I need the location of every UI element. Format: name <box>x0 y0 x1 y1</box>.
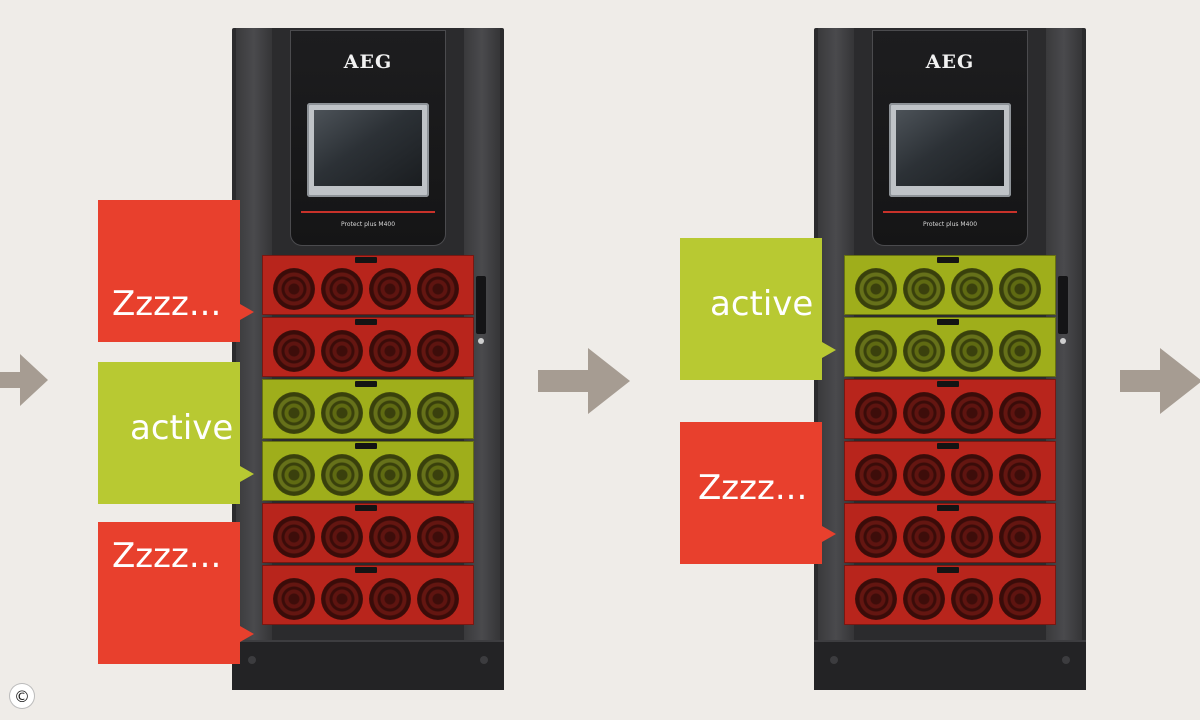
fan-icon <box>999 268 1041 310</box>
fan-icon <box>369 516 411 558</box>
fan-icon <box>369 268 411 310</box>
status-bubble-sleep: Zzzz... <box>680 422 836 564</box>
status-bubble-active: active <box>680 238 836 380</box>
fan-icon <box>855 454 897 496</box>
brand-logo: AEG <box>343 51 393 73</box>
fan-icon <box>417 578 459 620</box>
fan-icon <box>417 454 459 496</box>
fan-icon <box>321 516 363 558</box>
copyright-icon: © <box>10 684 34 708</box>
status-label: Zzzz... <box>698 468 808 508</box>
fan-icon <box>999 330 1041 372</box>
module-stack <box>262 255 474 627</box>
power-module <box>262 441 474 501</box>
status-bubble-sleep: Zzzz... <box>98 522 254 664</box>
arrow-right-icon <box>538 348 630 414</box>
power-module <box>262 255 474 315</box>
power-module <box>844 379 1056 439</box>
fan-icon <box>999 392 1041 434</box>
module-stack <box>844 255 1056 627</box>
model-label: Protect plus M400 <box>340 221 396 228</box>
fan-icon <box>951 392 993 434</box>
display-screen <box>307 103 429 197</box>
fan-icon <box>999 454 1041 496</box>
fan-icon <box>273 578 315 620</box>
power-module <box>844 441 1056 501</box>
fan-icon <box>903 578 945 620</box>
power-module <box>844 317 1056 377</box>
ups-cabinet-2: AEG Protect plus M400 <box>814 28 1086 690</box>
door-latch <box>476 276 486 344</box>
fan-icon <box>951 516 993 558</box>
fan-icon <box>273 268 315 310</box>
fan-icon <box>321 268 363 310</box>
power-module <box>262 317 474 377</box>
display-screen <box>889 103 1011 197</box>
power-module <box>262 379 474 439</box>
fan-icon <box>855 392 897 434</box>
cabinet-base <box>814 640 1086 690</box>
fan-icon <box>321 330 363 372</box>
status-bubble-sleep: Zzzz... <box>98 200 254 342</box>
status-label: active <box>710 284 814 324</box>
status-label: Zzzz... <box>112 536 222 576</box>
fan-icon <box>321 392 363 434</box>
fan-icon <box>417 330 459 372</box>
cabinet-base <box>232 640 504 690</box>
fan-icon <box>951 330 993 372</box>
fan-icon <box>999 516 1041 558</box>
door-latch <box>1058 276 1068 344</box>
fan-icon <box>951 578 993 620</box>
fan-icon <box>369 578 411 620</box>
fan-icon <box>273 392 315 434</box>
status-bubble-active: active <box>98 362 254 504</box>
fan-icon <box>855 330 897 372</box>
control-head: AEG Protect plus M400 <box>290 30 446 246</box>
fan-icon <box>903 268 945 310</box>
fan-icon <box>855 268 897 310</box>
fan-icon <box>417 516 459 558</box>
power-module <box>844 503 1056 563</box>
power-module <box>844 565 1056 625</box>
fan-icon <box>903 330 945 372</box>
power-module <box>262 503 474 563</box>
fan-icon <box>855 516 897 558</box>
fan-icon <box>417 268 459 310</box>
fan-icon <box>903 454 945 496</box>
ups-cabinet-1: AEG Protect plus M400 <box>232 28 504 690</box>
fan-icon <box>951 268 993 310</box>
status-label: active <box>130 408 234 448</box>
brand-logo: AEG <box>925 51 975 73</box>
power-module <box>844 255 1056 315</box>
fan-icon <box>321 454 363 496</box>
fan-icon <box>273 330 315 372</box>
fan-icon <box>369 330 411 372</box>
power-module <box>262 565 474 625</box>
fan-icon <box>369 454 411 496</box>
status-label: Zzzz... <box>112 284 222 324</box>
fan-icon <box>855 578 897 620</box>
fan-icon <box>417 392 459 434</box>
fan-icon <box>951 454 993 496</box>
control-head: AEG Protect plus M400 <box>872 30 1028 246</box>
fan-icon <box>369 392 411 434</box>
model-label: Protect plus M400 <box>922 221 978 228</box>
fan-icon <box>999 578 1041 620</box>
fan-icon <box>321 578 363 620</box>
arrow-right-icon <box>0 354 48 406</box>
fan-icon <box>273 516 315 558</box>
fan-icon <box>903 516 945 558</box>
fan-icon <box>903 392 945 434</box>
arrow-right-icon <box>1120 348 1200 414</box>
fan-icon <box>273 454 315 496</box>
